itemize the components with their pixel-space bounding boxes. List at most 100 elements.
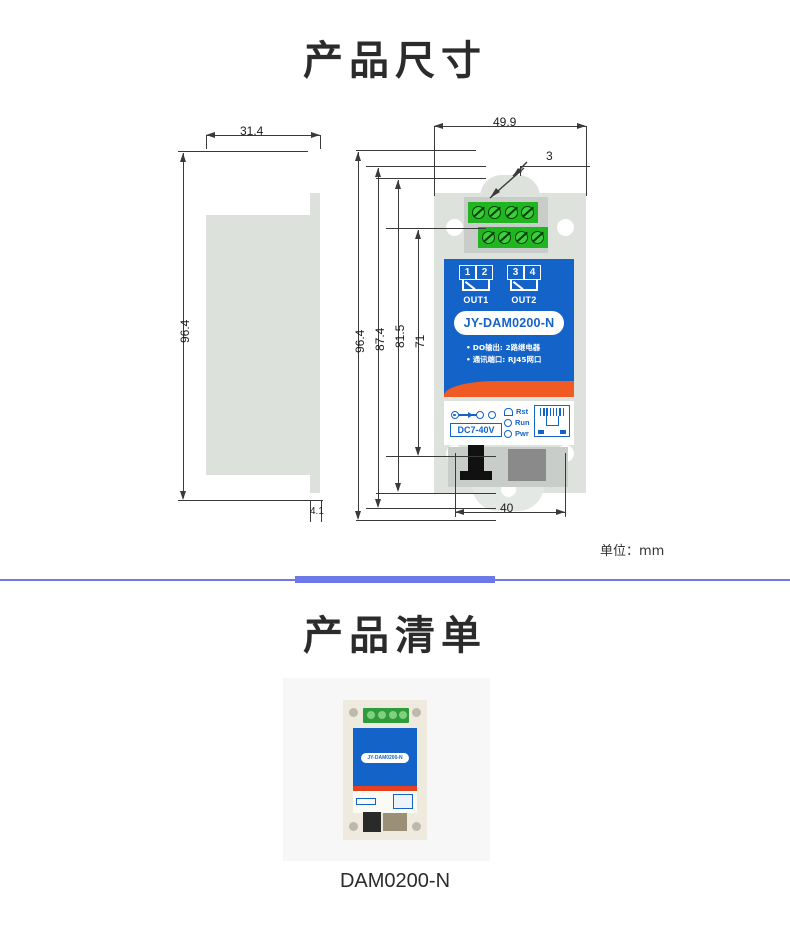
relay-contact-icon <box>458 280 494 294</box>
device-lower-panel: DC7-40V Rst Run Pwr <box>444 401 574 445</box>
terminal-row-lower <box>478 227 548 248</box>
ext-line-top-edge <box>356 150 476 151</box>
rj45-port-icon <box>534 405 570 437</box>
ext-line-notch <box>366 166 486 167</box>
terminal-screw-icon <box>514 231 528 244</box>
reset-button-icon[interactable] <box>504 407 513 416</box>
dim-arrow-right <box>577 122 586 129</box>
photo-terminal-block <box>363 708 409 723</box>
rj45-slot <box>546 416 559 426</box>
dim-arrow-down <box>394 483 401 492</box>
terminal-numbers-out2: 3 4 <box>507 265 541 280</box>
ext-line-body-top <box>376 178 486 179</box>
dc-jack-connector <box>460 445 492 480</box>
dim-label-hole-diameter: 3 <box>546 149 553 163</box>
dim-arrow-up <box>179 153 186 162</box>
dim-label-hole-spacing: 40 <box>500 501 514 515</box>
dim-label-front-h2: 87.4 <box>373 327 387 351</box>
section-divider <box>0 575 790 585</box>
ext-line-lip-left <box>310 500 311 522</box>
unit-note: 单位：mm <box>600 544 665 559</box>
terminal-screw-icon <box>481 231 495 244</box>
side-view-profile <box>206 193 324 493</box>
ext-line-front-left <box>434 126 435 196</box>
terminal-number: 3 <box>507 265 524 280</box>
photo-ethernet-jack <box>383 813 407 831</box>
photo-rj45-port <box>393 794 413 809</box>
page-title-product-list: 产品清单 <box>303 613 487 659</box>
dim-label-front-h3: 81.5 <box>393 324 407 348</box>
indicator-group: Rst Run Pwr <box>504 406 530 439</box>
indicator-label: Rst <box>516 407 529 416</box>
dim-label-side-lip: 4.1 <box>310 506 324 517</box>
indicator-label: Run <box>515 418 530 427</box>
photo-model-badge: JY-DAM0200-N <box>361 753 409 763</box>
terminal-number: 2 <box>476 265 493 280</box>
side-view-body <box>206 215 310 475</box>
photo-dc-jack <box>363 812 381 832</box>
product-photo-caption: DAM0200-N <box>339 870 451 892</box>
terminal-screw-icon <box>488 206 502 219</box>
dim-arrow-right <box>311 131 320 138</box>
ethernet-jack-connector <box>508 449 546 481</box>
relay-group-out2: 3 4 OUT2 <box>506 265 542 305</box>
dim-line-front-h4 <box>418 230 419 454</box>
feature-list: DO输出: 2路继电器 通讯端口: RJ45网口 <box>466 342 574 366</box>
led-icon <box>504 429 512 438</box>
product-label-blue: 1 2 OUT1 3 4 OUT2 JY-DAM0200-N <box>444 259 574 397</box>
ext-line-front-right <box>586 126 587 196</box>
ext-line-bottom-edge <box>366 508 496 509</box>
dim-arrow-down <box>414 447 421 456</box>
ext-line-hole-right <box>565 453 566 517</box>
dim-arrow-left <box>434 122 443 129</box>
photo-mounting-hole <box>349 822 358 831</box>
ext-line-hole-center-top <box>386 228 486 229</box>
dim-arrow-up <box>394 180 401 189</box>
terminal-screw-icon <box>504 206 518 219</box>
photo-orange-stripe <box>353 786 417 791</box>
indicator-label: Pwr <box>515 429 529 438</box>
dimension-drawing: 31.4 96.4 4.1 <box>0 108 790 568</box>
dim-line-front-h1 <box>358 152 359 518</box>
dim-line-front-h3 <box>398 180 399 490</box>
power-voltage-label: DC7-40V <box>450 423 502 437</box>
photo-lower-panel <box>353 791 417 813</box>
dim-line-hole-spacing <box>455 512 565 513</box>
dim-line-front-width <box>434 126 586 127</box>
terminal-row-upper <box>468 202 538 223</box>
photo-mounting-hole <box>412 708 421 717</box>
ext-line-hole-left <box>455 453 456 517</box>
photo-mounting-hole <box>349 708 358 717</box>
product-photo-device: JY-DAM0200-N <box>343 700 427 840</box>
dim-arrow-up <box>374 168 381 177</box>
mounting-hole-top-right <box>557 219 574 236</box>
leader-line-hole <box>520 166 590 167</box>
ext-line-overall-bottom <box>356 520 496 521</box>
terminal-number: 1 <box>459 265 476 280</box>
dim-label-front-h1: 96.4 <box>353 329 367 353</box>
dim-line-side-width <box>206 135 320 136</box>
ext-line-side-right <box>320 135 321 149</box>
relay-label-out2: OUT2 <box>511 295 537 305</box>
relay-group-out1: 1 2 OUT1 <box>458 265 494 305</box>
rj45-foot <box>538 430 544 434</box>
ext-line-side-top <box>178 151 308 152</box>
model-name-badge: JY-DAM0200-N <box>454 311 564 335</box>
page-title-dimensions: 产品尺寸 <box>303 38 487 84</box>
dim-arrow-down <box>374 499 381 508</box>
relay-label-out1: OUT1 <box>463 295 489 305</box>
leader-arrow-hole-second <box>512 161 528 177</box>
dim-line-side-height <box>183 153 184 498</box>
terminal-screw-icon <box>471 206 485 219</box>
dim-arrow-left <box>455 508 464 515</box>
feature-item: DO输出: 2路继电器 <box>466 342 574 354</box>
dim-arrow-left <box>206 131 215 138</box>
led-icon <box>504 418 512 427</box>
feature-item: 通讯端口: RJ45网口 <box>466 354 574 366</box>
terminal-numbers-out1: 1 2 <box>459 265 493 280</box>
ext-line-side-left <box>206 135 207 149</box>
rj45-pins <box>540 408 564 416</box>
photo-blue-label: JY-DAM0200-N <box>353 728 417 790</box>
side-view-rail <box>310 193 320 493</box>
divider-center-accent <box>295 576 495 583</box>
